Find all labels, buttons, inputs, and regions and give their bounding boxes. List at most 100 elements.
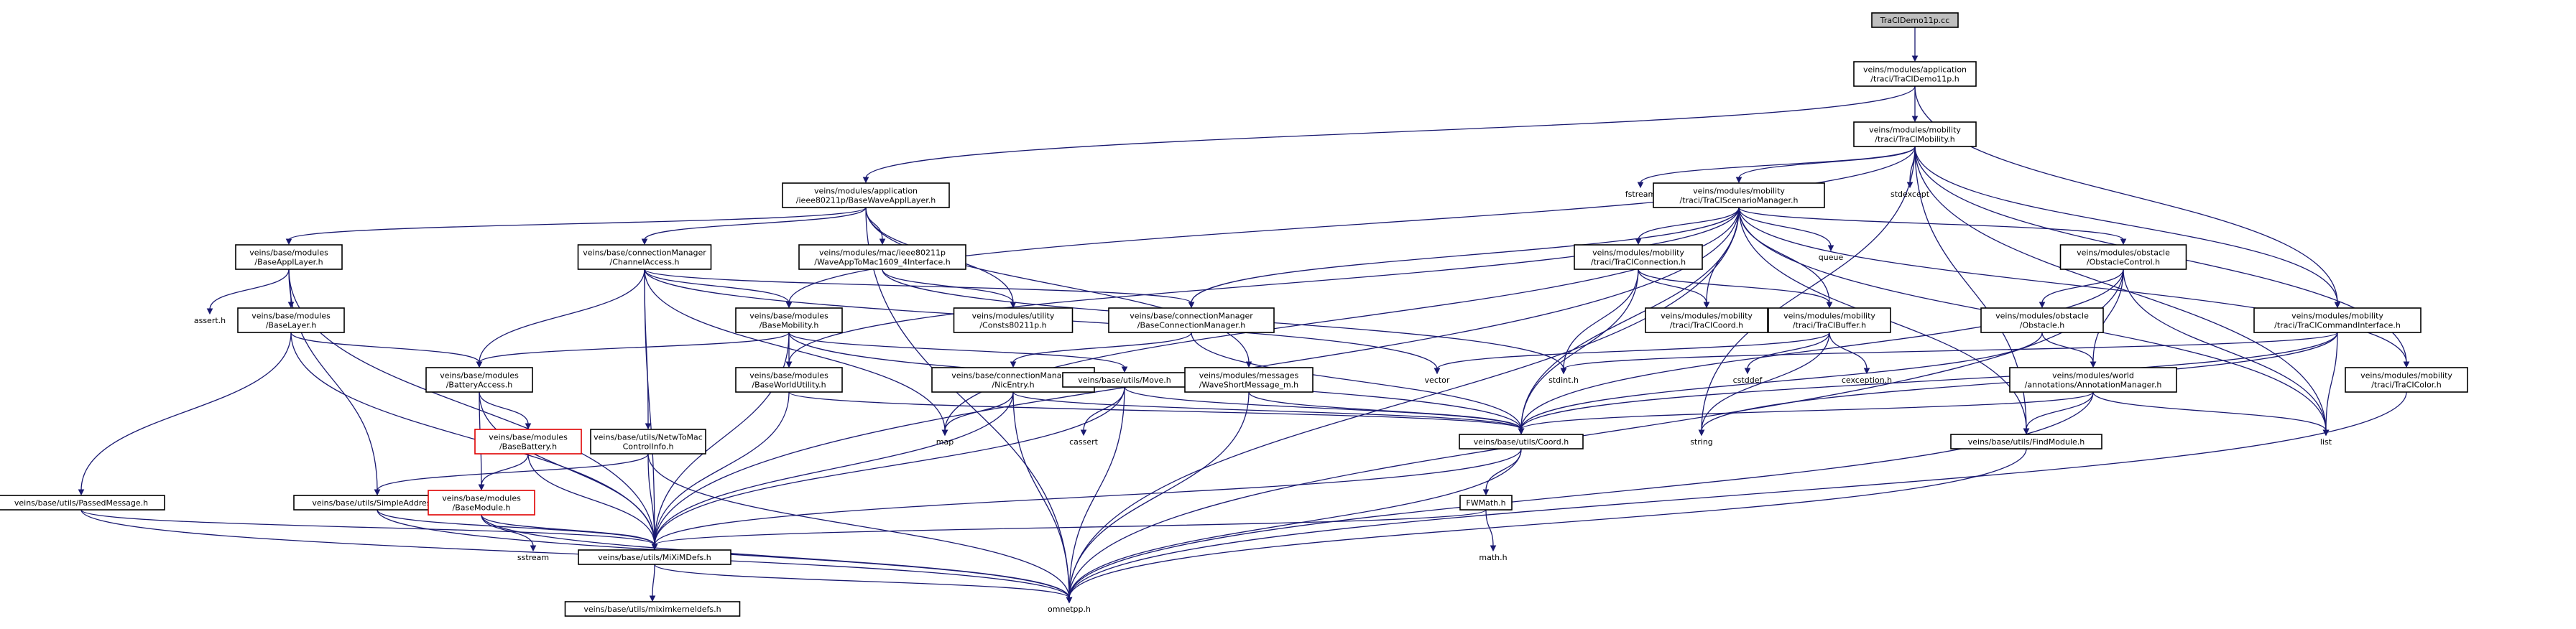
edge-base_layer-to-passed_msg bbox=[80, 332, 292, 491]
node-find_module[interactable]: veins/base/utils/FindModule.h bbox=[1950, 434, 2102, 449]
node-label-map-0: map bbox=[936, 437, 954, 447]
node-box-base_module bbox=[428, 490, 535, 516]
node-box-base_conn_mgr bbox=[1108, 307, 1275, 333]
node-base_appl[interactable]: veins/base/modules/BaseApplLayer.h bbox=[235, 244, 343, 270]
node-wave_appl[interactable]: veins/modules/application/ieee80211p/Bas… bbox=[782, 182, 950, 208]
node-mixim_kernel[interactable]: veins/base/utils/miximkerneldefs.h bbox=[564, 601, 741, 617]
edge-annot_mgr-to-list bbox=[2092, 391, 2327, 432]
node-obst_ctrl[interactable]: veins/modules/obstacle/ObstacleControl.h bbox=[2059, 244, 2187, 270]
node-box-mixim_defs bbox=[578, 549, 731, 565]
node-cstddef: cstddef bbox=[1733, 376, 1763, 385]
node-cmd_if[interactable]: veins/modules/mobility/traci/TraCIComman… bbox=[2253, 307, 2422, 333]
node-label-base_appl-1: /BaseApplLayer.h bbox=[254, 258, 323, 267]
node-traci_buffer[interactable]: veins/modules/mobility/traci/TraCIBuffer… bbox=[1768, 307, 1891, 333]
node-traci_color[interactable]: veins/modules/mobility/traci/TraCIColor.… bbox=[2345, 367, 2468, 393]
edge-scen_mgr-to-traci_buffer bbox=[1738, 207, 1830, 304]
node-label-cexception-0: cexception.h bbox=[1842, 376, 1892, 385]
node-label-battery_access-0: veins/base/modules bbox=[440, 371, 519, 381]
node-list: list bbox=[2320, 437, 2332, 447]
node-label-omnetpp-0: omnetpp.h bbox=[1048, 605, 1091, 614]
edge-chan_access-to-mixim_defs bbox=[644, 269, 655, 546]
edge-nic_entry-to-map bbox=[944, 391, 1014, 432]
node-annot_mgr[interactable]: veins/modules/world/annotations/Annotati… bbox=[2009, 367, 2177, 393]
edge-scen_mgr-to-coord bbox=[1520, 207, 1740, 430]
node-label-stdint-0: stdint.h bbox=[1548, 376, 1579, 385]
node-label-queue-0: queue bbox=[1819, 253, 1844, 262]
node-label-traci_coord-1: /traci/TraCICoord.h bbox=[1670, 321, 1743, 330]
node-wave_mac_if[interactable]: veins/modules/mac/ieee80211p/WaveAppToMa… bbox=[798, 244, 966, 270]
edge-mob_h-to-fstream bbox=[1640, 146, 1916, 184]
node-traci_coord[interactable]: veins/modules/mobility/traci/TraCICoord.… bbox=[1645, 307, 1768, 333]
node-label-annot_mgr-1: /annotations/AnnotationManager.h bbox=[2025, 381, 2162, 390]
edge-wave_appl-to-wave_mac_if bbox=[865, 207, 883, 241]
node-passed_msg[interactable]: veins/base/utils/PassedMessage.h bbox=[0, 495, 165, 511]
node-label-base_layer-0: veins/base/modules bbox=[251, 312, 331, 321]
node-label-find_module-0: veins/base/utils/FindModule.h bbox=[1968, 437, 2085, 447]
edge-coord-to-omnetpp bbox=[1068, 448, 1522, 599]
edge-mob_h-to-list bbox=[1914, 146, 2327, 432]
node-box-traci_buffer bbox=[1768, 307, 1891, 333]
node-base_world[interactable]: veins/base/modules/BaseWorldUtility.h bbox=[735, 367, 843, 393]
node-base_module[interactable]: veins/base/modules/BaseModule.h bbox=[428, 490, 535, 516]
node-chan_access[interactable]: veins/base/connectionManager/ChannelAcce… bbox=[577, 244, 712, 270]
edge-cmd_if-to-stdint bbox=[1563, 332, 2338, 370]
edge-fwmath-to-math_h bbox=[1485, 509, 1494, 547]
edge-traci_color-to-omnetpp bbox=[1068, 391, 2407, 599]
node-root[interactable]: TraCIDemo11p.cc bbox=[1871, 12, 1959, 28]
edge-traci_buffer-to-vector bbox=[1436, 332, 1830, 370]
node-box-net_to_mac bbox=[590, 429, 706, 455]
node-scen_mgr[interactable]: veins/modules/mobility/traci/TraCIScenar… bbox=[1653, 182, 1825, 208]
node-base_conn_mgr[interactable]: veins/base/connectionManager/BaseConnect… bbox=[1108, 307, 1275, 333]
node-box-chan_access bbox=[577, 244, 712, 270]
node-base_layer[interactable]: veins/base/modules/BaseLayer.h bbox=[237, 307, 345, 333]
node-box-obstacle_h bbox=[1980, 307, 2104, 333]
node-label-base_battery-1: /BaseBattery.h bbox=[499, 442, 557, 452]
node-label-nic_entry-0: veins/base/connectionManager bbox=[951, 371, 1075, 381]
node-demo_h[interactable]: veins/modules/application/traci/TraCIDem… bbox=[1853, 61, 1977, 87]
node-omnetpp: omnetpp.h bbox=[1048, 605, 1091, 614]
node-mixim_defs[interactable]: veins/base/utils/MiXiMDefs.h bbox=[578, 549, 731, 565]
node-label-net_to_mac-0: veins/base/utils/NetwToMac bbox=[594, 433, 703, 442]
arrowhead-traci_buffer-to-vector bbox=[1434, 368, 1441, 375]
edge-base_conn_mgr-to-coord bbox=[1191, 332, 1522, 430]
node-label-demo_h-1: /traci/TraCIDemo11p.h bbox=[1870, 75, 1959, 84]
node-base_mob[interactable]: veins/base/modules/BaseMobility.h bbox=[735, 307, 843, 333]
node-fwmath[interactable]: FWMath.h bbox=[1459, 495, 1513, 511]
node-battery_access[interactable]: veins/base/modules/BatteryAccess.h bbox=[425, 367, 533, 393]
node-simple_addr[interactable]: veins/base/utils/SimpleAddress.h bbox=[293, 495, 461, 511]
edge-base_battery-to-base_module bbox=[481, 453, 529, 486]
node-label-move_h-0: veins/base/utils/Move.h bbox=[1078, 376, 1171, 385]
node-label-scen_mgr-0: veins/modules/mobility bbox=[1693, 187, 1785, 196]
node-coord[interactable]: veins/base/utils/Coord.h bbox=[1459, 434, 1584, 449]
edge-mob_h-to-base_mob bbox=[788, 146, 1916, 304]
edge-nic_entry-to-omnetpp bbox=[1012, 391, 1070, 599]
node-label-base_world-0: veins/base/modules bbox=[749, 371, 828, 381]
node-base_battery[interactable]: veins/base/modules/BaseBattery.h bbox=[474, 429, 582, 455]
node-wsm[interactable]: veins/modules/messages/WaveShortMessage_… bbox=[1184, 367, 1314, 393]
node-mob_h[interactable]: veins/modules/mobility/traci/TraCIMobili… bbox=[1853, 121, 1977, 147]
edge-base_battery-to-mixim_defs bbox=[527, 453, 655, 546]
node-math_h: math.h bbox=[1479, 553, 1507, 562]
arrowhead-base_module-to-sstream bbox=[530, 545, 537, 552]
node-box-annot_mgr bbox=[2009, 367, 2177, 393]
node-label-vector-0: vector bbox=[1425, 376, 1450, 385]
node-obstacle_h[interactable]: veins/modules/obstacle/Obstacle.h bbox=[1980, 307, 2104, 333]
node-label-fwmath-0: FWMath.h bbox=[1466, 498, 1505, 508]
node-consts[interactable]: veins/modules/utility/Consts80211p.h bbox=[953, 307, 1074, 333]
edge-passed_msg-to-mixim_defs bbox=[80, 509, 655, 546]
edge-scen_mgr-to-traci_color bbox=[1738, 207, 2407, 363]
edge-mob_h-to-cmd_if bbox=[1914, 146, 2338, 304]
node-traci_conn[interactable]: veins/modules/mobility/traci/TraCIConnec… bbox=[1574, 244, 1703, 270]
node-label-wsm-1: /WaveShortMessage_m.h bbox=[1199, 381, 1298, 390]
edge-obst_ctrl-to-coord bbox=[1520, 269, 2124, 430]
arrowhead-coord-to-fwmath bbox=[1482, 489, 1490, 496]
node-move_h[interactable]: veins/base/utils/Move.h bbox=[1062, 372, 1187, 388]
node-label-base_layer-1: /BaseLayer.h bbox=[266, 321, 317, 330]
node-string: string bbox=[1690, 437, 1713, 447]
arrowhead-demo_h-to-mob_h bbox=[1911, 116, 1919, 123]
edge-scen_mgr-to-queue bbox=[1738, 207, 1832, 247]
arrowhead-root-to-demo_h bbox=[1911, 55, 1919, 62]
edge-scen_mgr-to-traci_conn bbox=[1638, 207, 1740, 241]
edge-base_world-to-coord bbox=[788, 391, 1522, 430]
